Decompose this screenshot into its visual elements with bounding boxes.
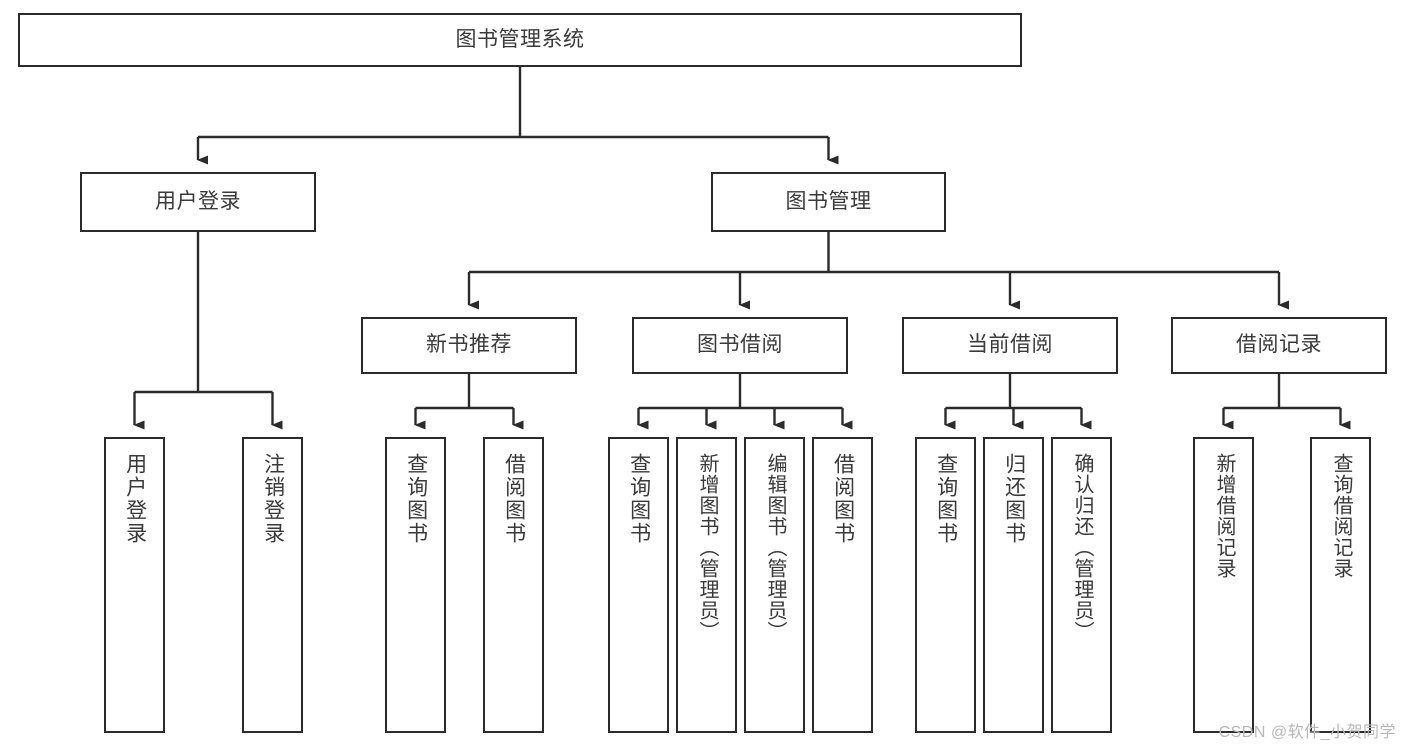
node-leaf-edit-book[interactable]: 编辑图书（管理员）	[744, 437, 805, 733]
node-root[interactable]: 图书管理系统	[18, 13, 1022, 67]
node-book-manage[interactable]: 图书管理	[711, 172, 946, 232]
node-label: 新书推荐	[426, 333, 512, 357]
node-label: 新增图书（管理员）	[696, 453, 718, 642]
node-label: 用户登录	[123, 453, 147, 545]
node-label: 查询图书	[934, 453, 958, 545]
node-label: 新增借阅记录	[1213, 453, 1235, 579]
node-label: 借阅记录	[1236, 333, 1322, 357]
node-leaf-query-book-1[interactable]: 查询图书	[385, 437, 446, 733]
node-label: 当前借阅	[967, 333, 1053, 357]
node-user-login[interactable]: 用户登录	[80, 172, 316, 232]
node-label: 图书管理	[785, 189, 872, 213]
node-leaf-user-logout[interactable]: 注销登录	[242, 437, 303, 733]
node-leaf-confirm-return[interactable]: 确认归还（管理员）	[1051, 437, 1112, 733]
node-label: 查询图书	[404, 453, 428, 545]
node-label: 用户登录	[155, 189, 241, 213]
node-book-borrow[interactable]: 图书借阅	[632, 317, 848, 374]
node-label: 借阅图书	[831, 453, 855, 545]
node-leaf-borrow-book-2[interactable]: 借阅图书	[812, 437, 873, 733]
node-current-borrow[interactable]: 当前借阅	[902, 317, 1118, 374]
node-label: 图书管理系统	[455, 27, 585, 51]
node-leaf-return-book[interactable]: 归还图书	[983, 437, 1044, 733]
node-label: 查询借阅记录	[1330, 453, 1352, 579]
node-label: 确认归还（管理员）	[1071, 453, 1093, 642]
node-label: 注销登录	[261, 453, 285, 545]
node-leaf-query-book-3[interactable]: 查询图书	[915, 437, 976, 733]
node-label: 编辑图书（管理员）	[764, 453, 786, 642]
node-borrow-record[interactable]: 借阅记录	[1171, 317, 1387, 374]
node-leaf-query-record[interactable]: 查询借阅记录	[1310, 437, 1371, 733]
node-leaf-user-login[interactable]: 用户登录	[104, 437, 165, 733]
watermark-text: CSDN @软件_小贺同学	[1218, 724, 1396, 741]
node-leaf-add-book[interactable]: 新增图书（管理员）	[676, 437, 737, 733]
node-label: 查询图书	[627, 453, 651, 545]
node-new-book-rec[interactable]: 新书推荐	[361, 317, 577, 374]
node-label: 图书借阅	[697, 333, 783, 357]
node-label: 借阅图书	[502, 453, 526, 545]
node-leaf-borrow-book-1[interactable]: 借阅图书	[483, 437, 544, 733]
node-leaf-add-record[interactable]: 新增借阅记录	[1193, 437, 1254, 733]
node-label: 归还图书	[1002, 453, 1026, 545]
node-leaf-query-book-2[interactable]: 查询图书	[608, 437, 669, 733]
